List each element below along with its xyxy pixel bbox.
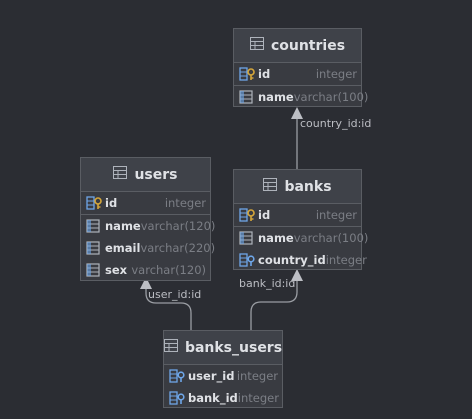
column-row[interactable]: bank_id integer xyxy=(164,387,282,409)
foreign-key-icon xyxy=(239,253,256,267)
primary-key-icon xyxy=(239,208,256,222)
column-row[interactable]: name varchar(120) xyxy=(81,215,215,237)
column-type: integer xyxy=(164,196,206,210)
table-header[interactable]: users xyxy=(81,158,210,192)
column-type: varchar(100) xyxy=(293,231,369,245)
column-name: id xyxy=(105,196,118,210)
column-row[interactable]: sex varchar(120) xyxy=(81,259,210,281)
column-row[interactable]: email varchar(220) xyxy=(81,237,215,259)
column-name: bank_id xyxy=(188,391,238,405)
column-icon xyxy=(239,90,256,104)
relation-label-user: user_id:id xyxy=(148,288,202,301)
table-icon xyxy=(163,339,178,356)
table-header[interactable]: banks_users xyxy=(163,331,283,365)
primary-key-icon xyxy=(239,67,256,81)
column-type: varchar(120) xyxy=(131,263,206,277)
foreign-key-icon xyxy=(169,369,186,383)
table-countries[interactable]: countries id integer name varchar(100) xyxy=(233,28,368,108)
column-type: integer xyxy=(315,67,357,81)
column-name: id xyxy=(258,67,271,81)
column-type: varchar(120) xyxy=(140,219,216,233)
column-row[interactable]: id integer xyxy=(234,204,361,227)
column-name: email xyxy=(105,241,141,255)
column-name: name xyxy=(258,231,294,245)
column-type: varchar(220) xyxy=(140,241,216,255)
primary-key-icon xyxy=(86,196,103,210)
column-row[interactable]: id integer xyxy=(81,192,210,215)
column-row[interactable]: user_id integer xyxy=(164,365,282,387)
table-header[interactable]: banks xyxy=(234,170,361,204)
relation-label-country: country_id:id xyxy=(300,117,372,130)
column-type: integer xyxy=(236,369,278,383)
arrowhead-users xyxy=(140,277,152,289)
column-type: integer xyxy=(237,391,279,405)
table-title: banks xyxy=(284,178,332,195)
column-name: sex xyxy=(105,263,128,277)
column-type: integer xyxy=(315,208,357,222)
table-header[interactable]: countries xyxy=(234,29,361,63)
table-banks[interactable]: banks id integer name varchar(100) count… xyxy=(233,169,368,271)
column-name: name xyxy=(258,90,294,104)
table-title: banks_users xyxy=(184,339,283,356)
column-type: integer xyxy=(325,253,367,267)
column-row[interactable]: country_id integer xyxy=(234,249,367,271)
column-icon xyxy=(86,219,103,233)
column-row[interactable]: name varchar(100) xyxy=(234,227,368,249)
table-title: users xyxy=(134,166,178,183)
table-banks-users[interactable]: banks_users user_id integer bank_id inte… xyxy=(163,330,283,408)
table-icon xyxy=(249,37,264,54)
relation-line-banks-users-banks xyxy=(250,277,298,330)
column-icon xyxy=(86,241,103,255)
table-users[interactable]: users id integer name varchar(120) email… xyxy=(80,157,215,281)
relation-line-banks-users-users xyxy=(145,285,192,330)
column-name: country_id xyxy=(258,253,326,267)
arrowhead-banks xyxy=(291,269,303,281)
arrowhead-countries xyxy=(291,107,303,119)
relation-label-bank: bank_id:id xyxy=(239,277,296,290)
column-icon xyxy=(86,263,103,277)
column-name: id xyxy=(258,208,271,222)
column-name: name xyxy=(105,219,141,233)
column-type: varchar(100) xyxy=(293,90,369,104)
column-name: user_id xyxy=(188,369,235,383)
column-row[interactable]: name varchar(100) xyxy=(234,86,368,108)
column-icon xyxy=(239,231,256,245)
table-icon xyxy=(263,178,278,195)
foreign-key-icon xyxy=(169,391,186,405)
column-row[interactable]: id integer xyxy=(234,63,361,86)
table-title: countries xyxy=(270,37,346,54)
table-icon xyxy=(113,166,128,183)
